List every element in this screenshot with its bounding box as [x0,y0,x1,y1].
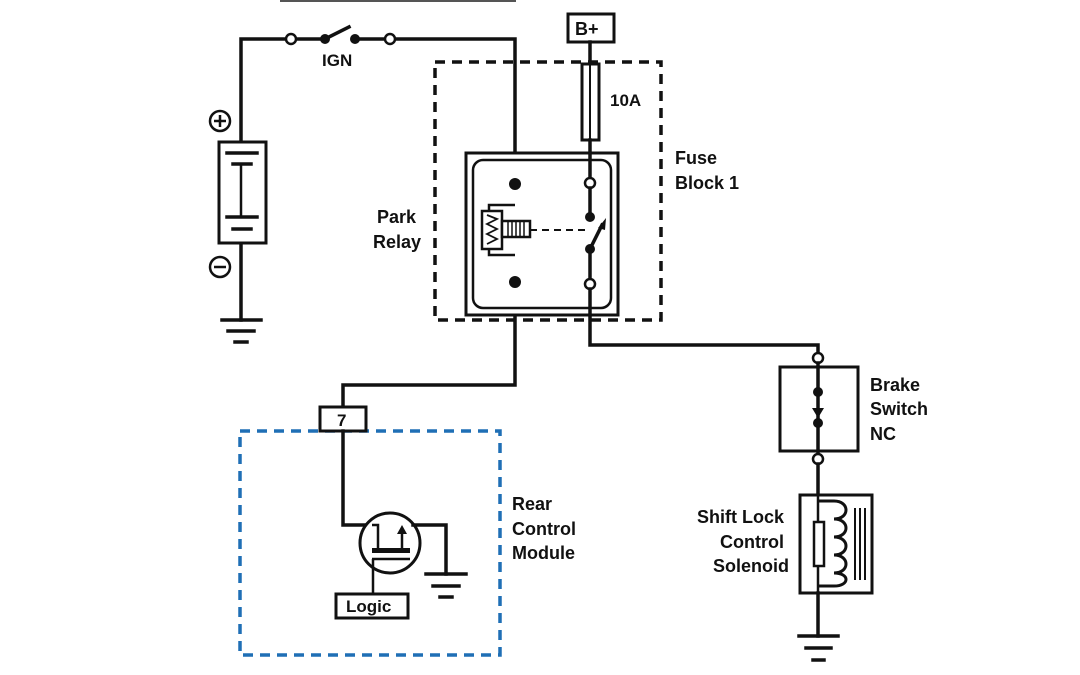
ign-label: IGN [322,51,352,70]
shift-lock-solenoid [798,493,874,595]
b-plus-terminal: B+ [566,12,616,44]
brake-switch [778,351,860,466]
brake-switch-label: Brake Switch NC [870,375,933,444]
ignition-switch[interactable] [284,24,397,46]
svg-text:B+: B+ [575,19,599,39]
park-relay-label: Park Relay [373,207,421,252]
fuse-10a [580,62,601,142]
relay-contact [583,138,820,356]
battery-positive-icon [208,109,232,133]
connector-pin-7: 7 [318,405,368,433]
fuse-block-label: Fuse Block 1 [675,148,739,193]
rear-control-module-boundary [238,429,502,657]
fuse-rating-label: 10A [610,91,641,110]
battery-negative-icon [208,255,232,279]
svg-text:Logic: Logic [346,597,391,616]
ground-icon [220,318,263,344]
rear-control-module-label: Rear Control Module [512,494,581,563]
shift-lock-solenoid-label: Shift Lock Control Solenoid [697,507,789,576]
solenoid-ground-icon [797,634,840,662]
battery [217,140,268,245]
logic-block: Logic [334,592,410,620]
svg-text:7: 7 [337,411,346,430]
module-ground-icon [424,572,468,599]
mosfet-transistor [358,511,448,594]
relay-coil [480,178,590,288]
fuse-block-boundary [433,60,663,322]
